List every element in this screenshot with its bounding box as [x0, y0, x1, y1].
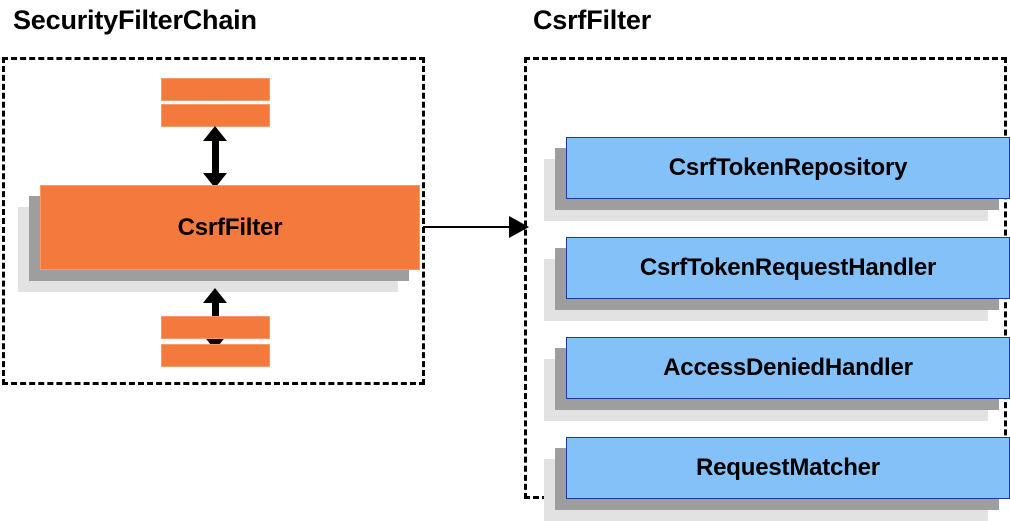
left-panel-title: SecurityFilterChain [13, 5, 257, 35]
arrow-head-down-icon [203, 173, 227, 188]
card-face[interactable]: CsrfFilter [40, 185, 420, 270]
collaborator-label: CsrfTokenRequestHandler [639, 254, 937, 281]
collaborator-label: RequestMatcher [696, 454, 880, 481]
csrf-filter-label: CsrfFilter [177, 213, 283, 241]
arrow-shaft [212, 138, 219, 176]
right-panel-title: CsrfFilter [533, 5, 652, 35]
collaborator-card-accessdeniedhandler[interactable]: AccessDeniedHandler [544, 337, 1010, 421]
card-face[interactable]: RequestMatcher [566, 437, 1010, 499]
card-face[interactable]: CsrfTokenRepository [566, 137, 1010, 199]
arrow-head-up-icon [203, 288, 227, 303]
arrow-head-up-icon [203, 126, 227, 141]
collaborator-label: AccessDeniedHandler [663, 354, 913, 381]
filter-slot-above-1 [161, 78, 270, 101]
filter-slot-below-1 [161, 316, 270, 339]
diagram-canvas: { "diagram": { "title_semantic": "spring… [2, 5, 1010, 521]
collaborator-card-requestmatcher[interactable]: RequestMatcher [544, 437, 1010, 521]
filter-slot-below-2 [161, 344, 270, 367]
collaborator-card-csrftokenrequesthandler[interactable]: CsrfTokenRequestHandler [544, 237, 1010, 321]
collaborator-label: CsrfTokenRepository [668, 154, 908, 181]
filter-slot-above-2 [161, 104, 270, 127]
card-face[interactable]: AccessDeniedHandler [566, 337, 1010, 399]
security-filter-chain-container [2, 57, 425, 385]
arrow-above-csrf-filter [203, 126, 227, 188]
connector-arrow-to-csrf-filter-detail [423, 216, 529, 238]
csrf-filter-card[interactable]: CsrfFilter [18, 185, 420, 292]
card-face[interactable]: CsrfTokenRequestHandler [566, 237, 1010, 299]
connector-shaft [423, 226, 513, 228]
collaborator-card-csrftokenrepository[interactable]: CsrfTokenRepository [544, 137, 1010, 221]
